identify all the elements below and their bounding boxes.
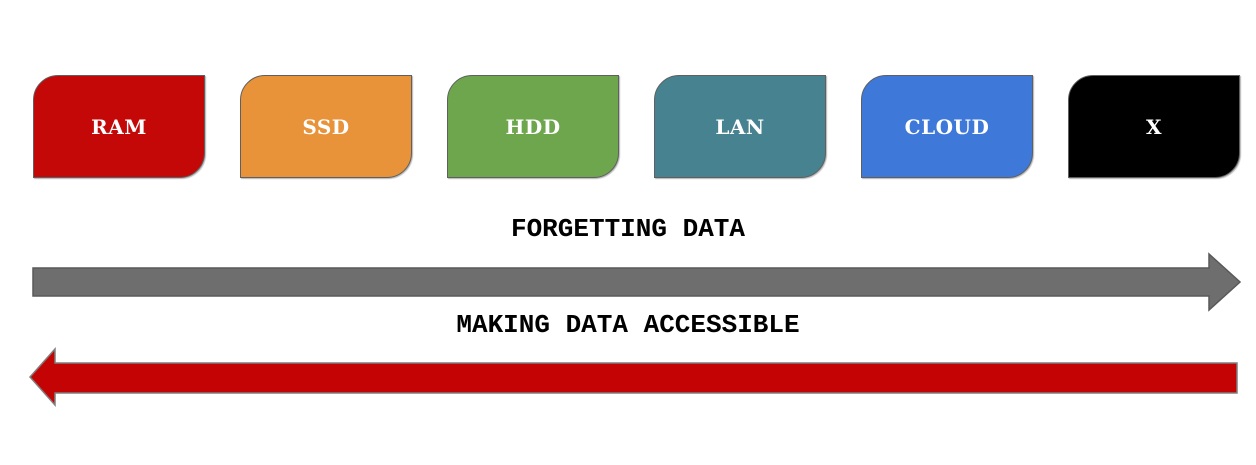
box-x: X bbox=[1068, 75, 1240, 178]
box-cloud-label: CLOUD bbox=[904, 114, 990, 139]
box-lan-label: LAN bbox=[715, 114, 765, 139]
making-data-accessible-label: MAKING DATA ACCESSIBLE bbox=[456, 310, 800, 340]
box-hdd-label: HDD bbox=[505, 114, 561, 139]
box-ram: RAM bbox=[33, 75, 205, 178]
box-hdd: HDD bbox=[447, 75, 619, 178]
box-x-label: X bbox=[1145, 114, 1163, 139]
box-lan: LAN bbox=[654, 75, 826, 178]
storage-tier-row: RAM SSD HDD LAN CLOUD X bbox=[33, 75, 1240, 178]
box-ssd-label: SSD bbox=[302, 114, 350, 139]
left-arrow-making-data-accessible bbox=[28, 347, 1238, 407]
box-cloud: CLOUD bbox=[861, 75, 1033, 178]
box-ram-label: RAM bbox=[91, 114, 147, 139]
forgetting-data-label: FORGETTING DATA bbox=[510, 214, 746, 244]
box-ssd: SSD bbox=[240, 75, 412, 178]
right-arrow-forgetting-data bbox=[32, 252, 1242, 312]
